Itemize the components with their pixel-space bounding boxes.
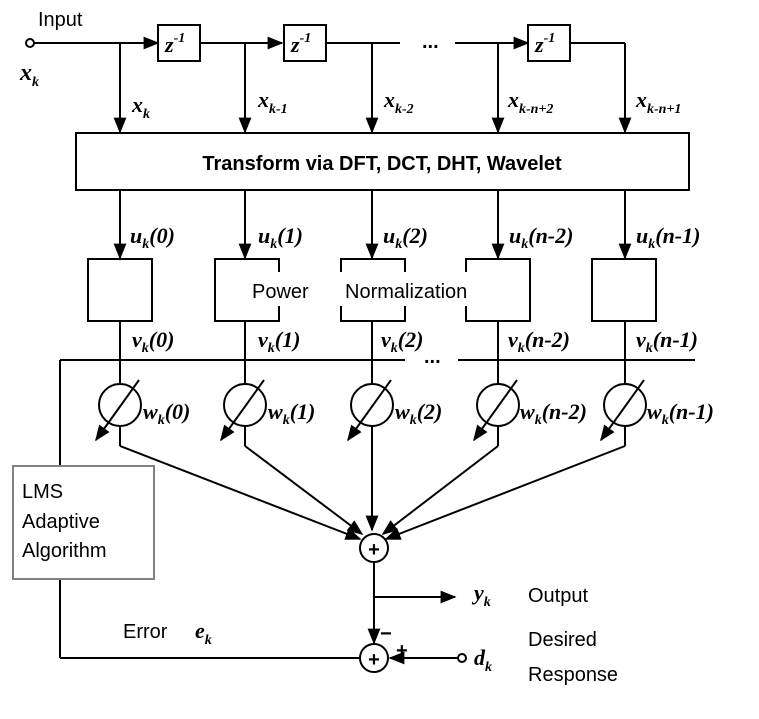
input-terminal xyxy=(25,38,35,48)
ellipsis-mid: ... xyxy=(424,346,441,368)
svg-text:+: + xyxy=(368,649,380,671)
w-label-2: wk(2) xyxy=(395,399,442,428)
w-label-4: wk(n-1) xyxy=(647,399,714,428)
output-label: Output xyxy=(528,585,588,607)
normalization-label: Normalization xyxy=(345,281,467,303)
v-label-2: vk(2) xyxy=(381,327,423,356)
u-label-3: uk(n-2) xyxy=(509,223,573,252)
v-label-3: vk(n-2) xyxy=(508,327,570,356)
sum-in-1 xyxy=(244,445,364,535)
norm-block-4 xyxy=(591,258,657,322)
svg-text:+: + xyxy=(368,539,380,561)
error-label: Error xyxy=(123,621,168,643)
lms-line-3: Algorithm xyxy=(22,540,106,562)
sum-in-3 xyxy=(381,445,499,535)
error-symbol: ek xyxy=(195,618,212,648)
weight-3 xyxy=(473,379,520,442)
minus-sign: − xyxy=(380,623,392,645)
summation-node: + xyxy=(359,533,389,563)
tap-label-4: xk-n+1 xyxy=(635,87,681,117)
delay-block-3: z-1 xyxy=(527,24,571,62)
svg-text:z-1: z-1 xyxy=(534,31,555,57)
power-label: Power xyxy=(252,281,309,303)
input-label: Input xyxy=(38,9,83,31)
plus-sign: + xyxy=(396,640,408,662)
output-symbol: yk xyxy=(471,580,491,610)
tap-label-3: xk-n+2 xyxy=(507,87,553,117)
error-summation-node: + xyxy=(359,643,389,673)
transform-block xyxy=(75,132,690,191)
tap-label-2: xk-2 xyxy=(383,87,414,117)
v-label-1: vk(1) xyxy=(258,327,300,356)
lms-block xyxy=(12,465,155,580)
lms-line-2: Adaptive xyxy=(22,511,100,533)
ellipsis-top: ... xyxy=(422,31,439,53)
v-label-4: vk(n-1) xyxy=(636,327,698,356)
desired-line-1: Desired xyxy=(528,629,597,651)
transform-label: Transform via DFT, DCT, DHT, Wavelet xyxy=(202,153,562,175)
desired-terminal xyxy=(457,653,467,663)
v-label-0: vk(0) xyxy=(132,327,174,356)
u-label-4: uk(n-1) xyxy=(636,223,700,252)
delay-block-2: z-1 xyxy=(283,24,327,62)
desired-line-2: Response xyxy=(528,664,618,686)
weight-0 xyxy=(95,379,142,442)
u-label-2: uk(2) xyxy=(383,223,428,252)
tap-label-1: xk-1 xyxy=(257,87,288,117)
u-label-1: uk(1) xyxy=(258,223,303,252)
weight-2 xyxy=(347,379,394,442)
norm-block-0 xyxy=(87,258,153,322)
u-label-0: uk(0) xyxy=(130,223,175,252)
w-label-1: wk(1) xyxy=(268,399,315,428)
sum-in-0 xyxy=(119,445,362,540)
w-label-3: wk(n-2) xyxy=(520,399,587,428)
tap-label-0: xk xyxy=(131,92,150,122)
sum-in-4 xyxy=(384,445,626,540)
w-label-0: wk(0) xyxy=(143,399,190,428)
input-symbol: xk xyxy=(19,60,39,90)
lms-line-1: LMS xyxy=(22,481,63,503)
norm-label-bg xyxy=(240,272,514,306)
svg-text:z-1: z-1 xyxy=(164,31,185,57)
weight-4 xyxy=(600,379,647,442)
weight-1 xyxy=(220,379,267,442)
svg-text:z-1: z-1 xyxy=(290,31,311,57)
delay-block-1: z-1 xyxy=(157,24,201,62)
desired-symbol: dk xyxy=(474,645,492,675)
